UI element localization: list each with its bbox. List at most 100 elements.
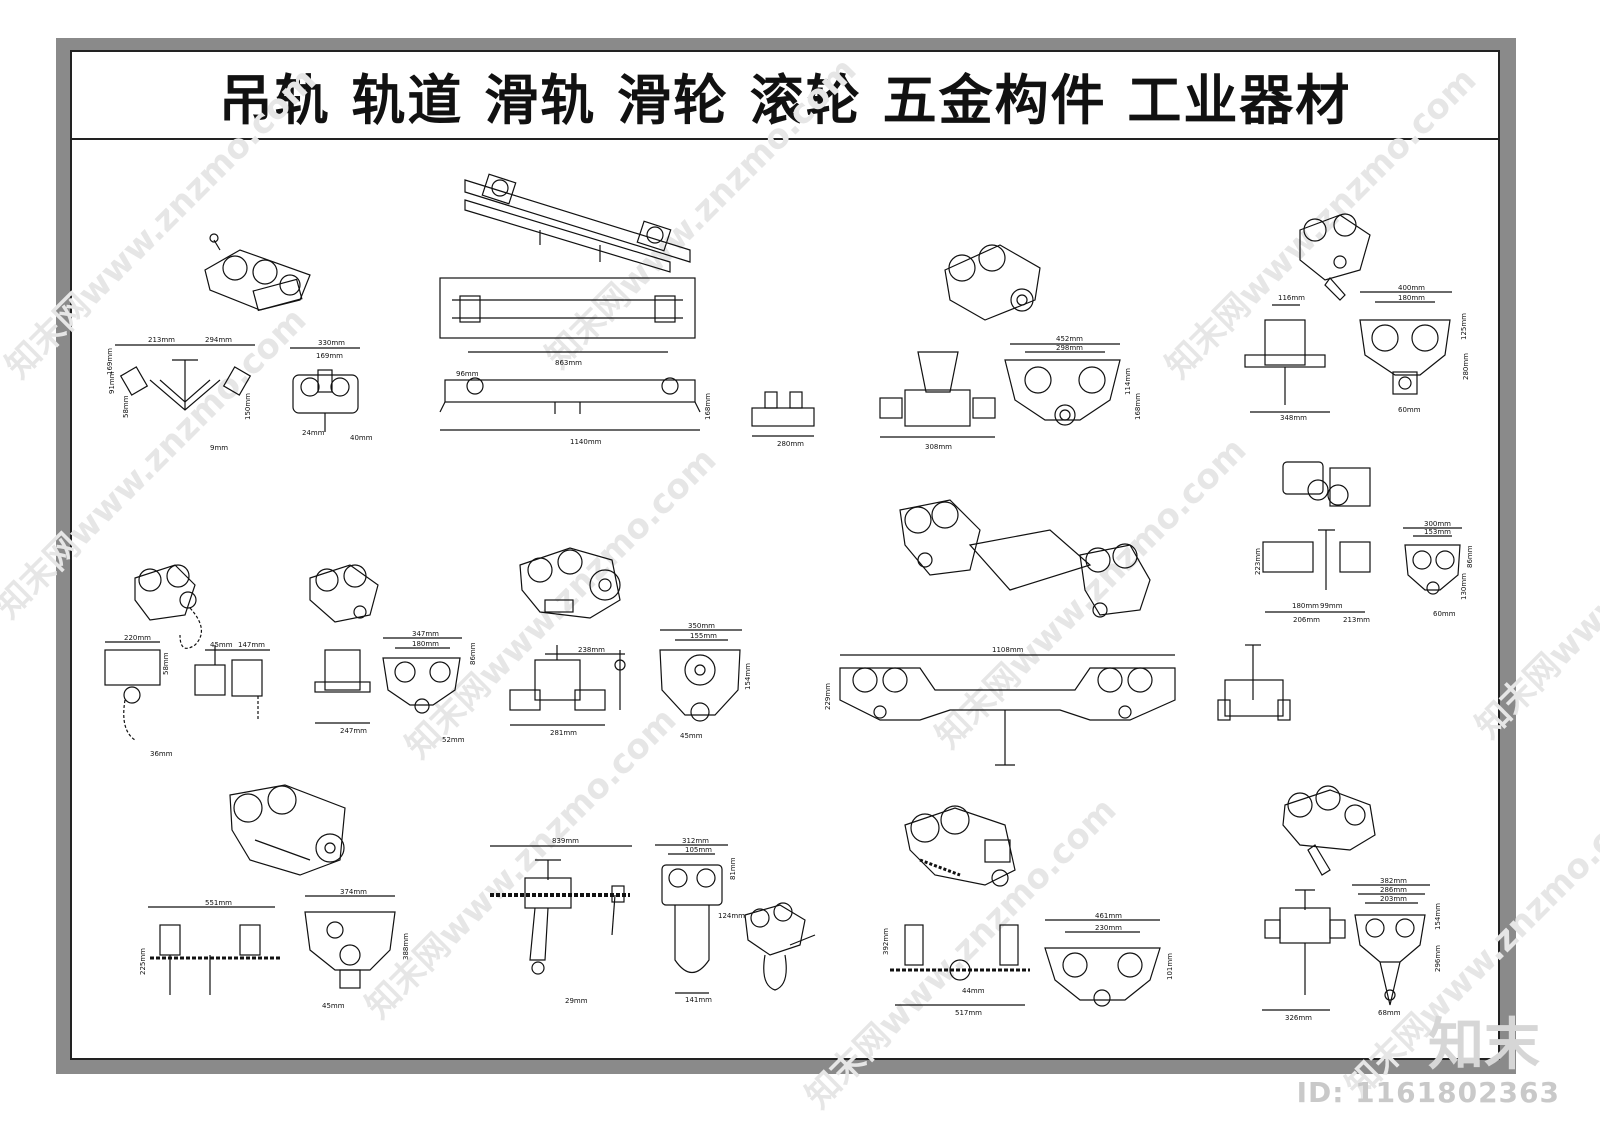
beam-clamp-front: 839mm 29mm (490, 837, 632, 1005)
dim-label: 281mm (550, 729, 577, 737)
trolley-4-side: 400mm 180mm 125mm 280mm 60mm (1359, 284, 1470, 414)
dim-label: 24mm (302, 429, 325, 437)
dim-label: 168mm (1134, 393, 1142, 420)
dim-label: 206mm (1293, 616, 1320, 624)
dim-label: 326mm (1285, 1014, 1312, 1022)
dim-label: 91mm (108, 371, 116, 394)
dim-label: 223mm (1254, 548, 1262, 575)
dim-label: 225mm (139, 948, 147, 975)
dim-label: 312mm (682, 837, 709, 845)
dim-label: 125mm (1460, 313, 1468, 340)
dim-label: 99mm (1320, 602, 1343, 610)
dim-label: 348mm (1280, 414, 1307, 422)
dim-label: 58mm (162, 652, 170, 675)
rail-beam-end: 280mm (751, 391, 815, 448)
title-band: 吊轨 轨道 滑轨 滑轮 滚轮 五金构件 工业器材 (72, 52, 1498, 140)
trolley-1-side: 330mm 169mm 24mm 40mm (290, 339, 373, 442)
dim-label: 45mm (210, 641, 233, 649)
dim-label: 60mm (1398, 406, 1421, 414)
hoist-trolley-front: 551mm 225mm (139, 899, 280, 995)
watermark-5: 知末网www.znzmo.com (398, 440, 724, 766)
dim-label: 60mm (1433, 610, 1456, 618)
dim-label: 141mm (685, 996, 712, 1004)
dim-label: 350mm (688, 622, 715, 630)
dim-label: 298mm (1056, 344, 1083, 352)
dim-label: 280mm (1462, 353, 1470, 380)
geared-trolley-side: 350mm 155mm 154mm 45mm (659, 622, 752, 740)
dim-label: 9mm (210, 444, 228, 452)
chain-trolley-side: 45mm 147mm (194, 641, 270, 720)
chain-trolley-front: 220mm 58mm 36mm (104, 634, 173, 758)
geared-trolley-2-iso (904, 805, 1016, 887)
dim-label: 81mm (729, 857, 737, 880)
dim-label: 45mm (322, 1002, 345, 1010)
dim-label: 330mm (318, 339, 345, 347)
dim-label: 296mm (1434, 945, 1442, 972)
geared-trolley-front: 238mm 281mm (509, 645, 626, 737)
push-trolley-front: 247mm (314, 649, 371, 735)
watermark-2: 知末网www.znzmo.com (538, 50, 864, 376)
trolley-1-iso (204, 233, 311, 312)
watermark-6: 知末网www.znzmo.com (928, 430, 1254, 756)
geared-trolley-iso (519, 547, 621, 619)
sheet-title: 吊轨 轨道 滑轨 滑轮 滚轮 五金构件 工业器材 (218, 68, 1352, 132)
dim-label: 1108mm (992, 646, 1024, 654)
trolley-3-iso (944, 244, 1041, 321)
dim-label: 154mm (1434, 903, 1442, 930)
dim-label: 294mm (205, 336, 232, 344)
geared-trolley-2-side: 461mm 230mm 101mm (1044, 912, 1174, 1007)
watermarks: 知末网www.znzmo.com 知末网www.znzmo.com 知末网www… (0, 50, 1600, 1116)
push-trolley-iso (309, 564, 379, 623)
dim-label: 154mm (744, 663, 752, 690)
dim-label: 114mm (1124, 368, 1132, 395)
trolley-4-iso (1299, 213, 1371, 301)
dim-label: 58mm (122, 395, 130, 418)
dim-label: 36mm (150, 750, 173, 758)
compact-trolley-side: 382mm 286mm 203mm 154mm 296mm 68mm (1352, 877, 1442, 1017)
dim-label: 168mm (704, 393, 712, 420)
dim-label: 180mm (1292, 602, 1319, 610)
dim-label: 863mm (555, 359, 582, 367)
dim-label: 86mm (1466, 545, 1474, 568)
watermark-8: 知末网www.znzmo.com (358, 700, 684, 1026)
trolley-3-front: 308mm (879, 351, 996, 451)
dim-label: 155mm (690, 632, 717, 640)
dim-label: 220mm (124, 634, 151, 642)
dim-label: 203mm (1380, 895, 1407, 903)
dim-label: 213mm (148, 336, 175, 344)
dim-label: 116mm (1278, 294, 1305, 302)
dim-label: 180mm (412, 640, 439, 648)
dim-label: 40mm (350, 434, 373, 442)
dim-label: 147mm (238, 641, 265, 649)
dim-label: 29mm (565, 997, 588, 1005)
double-trolley-end (1217, 644, 1291, 721)
dim-label: 86mm (469, 642, 477, 665)
dim-label: 347mm (412, 630, 439, 638)
drawing-sheet: 吊轨 轨道 滑轨 滑轮 滚轮 五金构件 工业器材 (70, 50, 1500, 1060)
push-trolley-side: 347mm 180mm 86mm 52mm (382, 630, 477, 744)
double-trolley-iso (899, 499, 1151, 618)
dim-label: 238mm (578, 646, 605, 654)
dim-label: 96mm (456, 370, 479, 378)
dim-label: 374mm (340, 888, 367, 896)
dim-label: 153mm (1424, 528, 1451, 536)
dim-label: 68mm (1378, 1009, 1401, 1017)
dim-label: 45mm (680, 732, 703, 740)
motor-trolley-iso (1282, 461, 1371, 507)
dim-label: 388mm (402, 933, 410, 960)
dim-label: 300mm (1424, 520, 1451, 528)
dim-label: 169mm (106, 348, 114, 375)
dim-label: 551mm (205, 899, 232, 907)
dim-label: 839mm (552, 837, 579, 845)
dim-label: 124mm (718, 912, 745, 920)
dim-label: 213mm (1343, 616, 1370, 624)
geared-trolley-2-front: 392mm 44mm 517mm (882, 924, 1030, 1017)
rail-beam-top: 863mm (439, 277, 696, 367)
double-trolley-elevation: 1108mm 229mm (824, 646, 1176, 766)
trolley-3-side: 452mm 298mm 114mm 168mm (1004, 335, 1142, 426)
outer-frame: 吊轨 轨道 滑轨 滑轮 滚轮 五金构件 工业器材 (56, 38, 1516, 1074)
hoist-trolley-iso (229, 784, 346, 876)
dim-label: 1140mm (570, 438, 602, 446)
dim-label: 400mm (1398, 284, 1425, 292)
